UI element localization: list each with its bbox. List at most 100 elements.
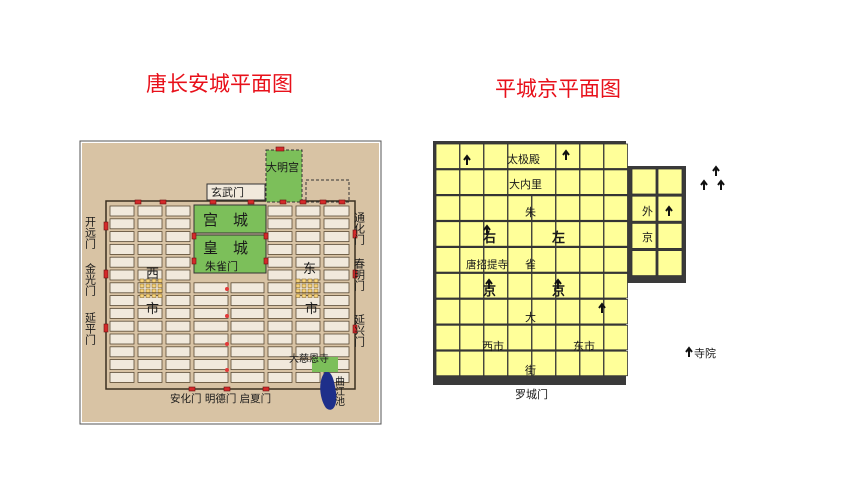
gekyo-cell [631,222,657,249]
grid-cell [483,195,508,221]
market-stall [139,288,145,293]
temple-arrow-icon [712,165,720,176]
grid-cell [507,247,532,273]
grid-cell [507,350,532,377]
grid-cell [579,273,604,299]
gate-marker [134,199,142,205]
imperial-city-block [193,234,267,274]
market-stall [145,293,151,298]
ward-block [109,346,135,358]
label-tangzhaotisi: 唐招提寺 [466,258,508,271]
market-stall [151,288,157,293]
ward-block [193,307,229,319]
gate-marker [352,269,358,279]
label-xi: 西 [146,267,159,282]
legend-arrow-icon [685,346,693,357]
ward-block [193,346,229,358]
market-stall [307,283,313,288]
gekyo-cell [631,168,657,195]
gate-marker [247,199,255,205]
market-stall [157,288,163,293]
gate-marker [188,386,196,392]
ward-block [109,333,135,345]
gate-marker [209,199,217,205]
gekyo-cell [657,222,683,249]
gate-marker [263,232,269,240]
grid-cell [531,350,556,377]
grid-cell [531,195,556,221]
ward-block [267,359,293,371]
label-luochengmen: 罗城门 [515,387,548,401]
grid-cell [531,324,556,351]
grid-cell [435,324,460,351]
ward-block [193,320,229,332]
ward-block [323,243,350,255]
grid-cell [579,169,604,195]
gate-marker [263,257,269,265]
grid-cell [435,195,460,221]
ward-block [109,371,135,383]
ward-block [165,282,191,294]
temple-arrow-icon [700,179,708,190]
ward-block [295,256,321,268]
grid-cell [555,298,580,325]
label-zhuquemen: 朱雀门 [205,259,238,273]
market-stall [301,283,307,288]
grid-cell [531,221,556,247]
ward-block [267,333,293,345]
grid-cell [531,247,556,273]
grid-cell [435,221,460,247]
grid-cell [459,247,484,273]
grid-cell [459,143,484,169]
grid-cell [579,247,604,273]
ward-block [267,269,293,281]
grid-cell [603,298,628,325]
grid-cell [459,169,484,195]
grid-cell [603,169,628,195]
market-stall [307,278,313,283]
grid-cell [459,221,484,247]
gate-marker [103,323,109,333]
ward-block [193,359,229,371]
ward-block [295,320,321,332]
ward-block [165,269,191,281]
label-gongcheng: 宫 城 [203,211,248,229]
ward-block [267,205,293,217]
heijokyo-map: 太极殿 大内里 朱 雀 大 街 右 京 左 京 外 京 唐招提寺 西市 东市 罗… [433,141,725,401]
ward-block [109,282,135,294]
market-stall [301,293,307,298]
grid-cell [483,221,508,247]
heijokyo-temple-markers [463,149,673,313]
label-xuanwumen: 玄武门 [211,185,244,199]
grid-cell [555,350,580,377]
changan-ward-blocks [109,205,350,383]
grid-cell [603,273,628,299]
market-stall [139,293,145,298]
grid-cell [435,273,460,299]
ward-block [267,218,293,230]
gekyo-cell [657,250,683,277]
market-stall [145,288,151,293]
label-jing-wai: 京 [642,230,653,244]
market-stall [307,288,313,293]
ward-block [109,269,135,281]
label-shi-west: 市 [146,301,159,317]
label-shi-east: 市 [305,301,318,317]
label-taijidian: 太极殿 [507,152,540,166]
grid-cell [507,273,532,299]
gate-marker [275,146,285,152]
market-stall [301,288,307,293]
grid-cell [531,273,556,299]
market-stall [157,283,163,288]
market-stall [307,293,313,298]
ward-block [137,307,163,319]
ward-block [137,231,163,243]
qujiang-pond [320,371,337,410]
grid-cell [507,324,532,351]
grid-cell [459,273,484,299]
ward-block [109,243,135,255]
grid-cell [555,143,580,169]
daming-palace-block [265,149,303,203]
ward-block [137,371,163,383]
